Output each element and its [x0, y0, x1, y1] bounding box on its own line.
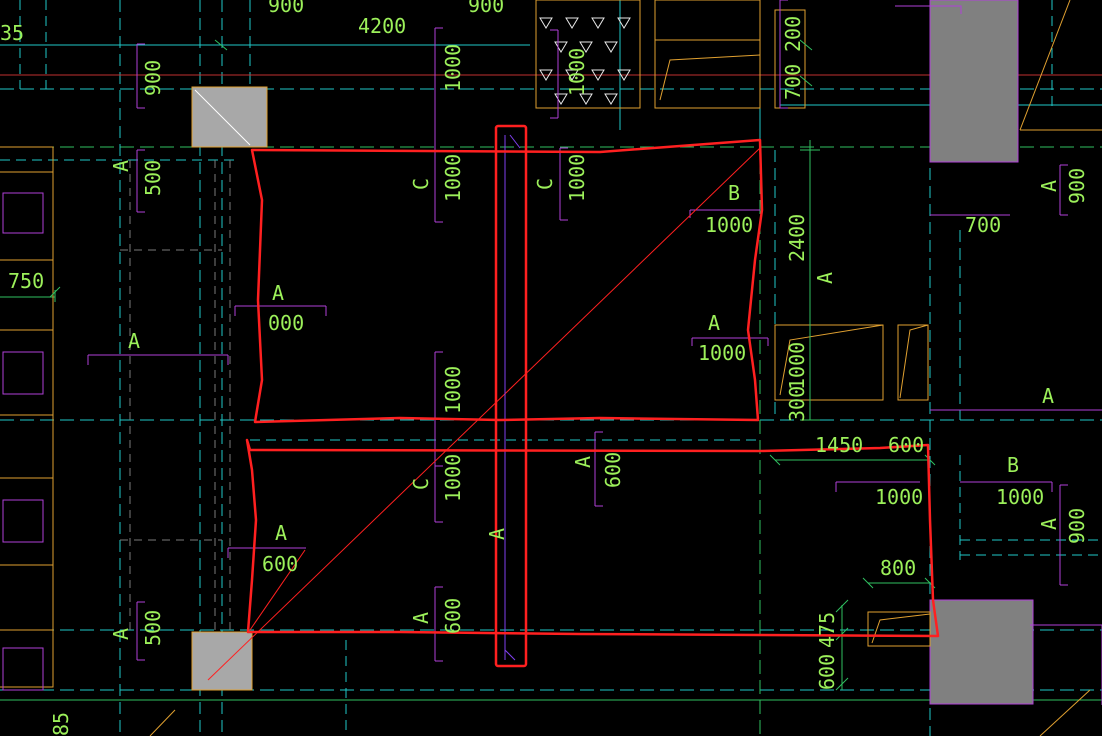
dim-label: 1000: [996, 485, 1044, 509]
markup-upper-rect: [250, 138, 764, 424]
dim-label: B: [728, 181, 740, 205]
dim-label-vertical: 1000: [565, 154, 589, 202]
dim-label-vertical: A: [1037, 518, 1061, 530]
dim-label-vertical: 1000: [441, 154, 465, 202]
dim-label-vertical: C: [409, 478, 433, 490]
dim-label: 900: [468, 0, 504, 17]
dim-label-vertical: 1000: [441, 454, 465, 502]
dim-label-vertical: A: [1037, 180, 1061, 192]
dim-label-vertical: 200: [781, 16, 805, 52]
dim-label-vertical: 2400: [785, 214, 809, 262]
dim-label-vertical: 1000: [565, 48, 589, 96]
red-markup: [245, 124, 940, 668]
dim-label: A: [708, 311, 720, 335]
markup-lower-rect: [245, 438, 940, 638]
dim-label-vertical: C: [409, 178, 433, 190]
dim-label: 1000: [705, 213, 753, 237]
dim-label-vertical: 1000: [441, 366, 465, 414]
dim-label: 750: [8, 269, 44, 293]
secondary-grid-lines: [120, 160, 231, 640]
dim-label: 600: [262, 552, 298, 576]
vertical-labels: 1000 1000 200 700 900 A 500 C 1000 C 100…: [49, 16, 1089, 736]
dim-label-vertical: 600: [815, 654, 839, 690]
dim-label-vertical: 1000: [785, 342, 809, 390]
dimension-labels: 35 900 4200 900 750 B 1000 700 A A 000 A…: [0, 0, 1054, 580]
dim-label: 4200: [358, 14, 406, 38]
dim-label: A: [1042, 384, 1054, 408]
dim-label: 1000: [875, 485, 923, 509]
dim-label-vertical: 500: [141, 610, 165, 646]
dim-label: 1000: [698, 341, 746, 365]
dim-label-vertical: 600: [601, 452, 625, 488]
dim-label-vertical: 700: [781, 64, 805, 100]
dim-label: 000: [268, 311, 304, 335]
hatched-area: [535, 0, 1102, 131]
left-column-stack: [0, 146, 54, 691]
dim-label: 600: [888, 433, 924, 457]
dimension-lines: [87, 0, 1102, 705]
dim-label-vertical: A: [571, 456, 595, 468]
corner-marks: [149, 689, 1091, 736]
dim-label-vertical: A: [109, 628, 133, 640]
diagonal-construction-lines: [207, 147, 761, 681]
dim-label-vertical: 85: [49, 712, 73, 736]
dim-label: A: [128, 329, 140, 353]
dim-label-vertical: 600: [441, 598, 465, 634]
dim-label-vertical: 900: [1065, 168, 1089, 204]
dim-label: A: [272, 281, 284, 305]
dim-label-vertical: 1000: [441, 44, 465, 92]
dim-label-vertical: 300: [785, 386, 809, 422]
dim-label: 35: [0, 21, 24, 45]
green-dimension-ticks: [49, 39, 936, 691]
dim-label-vertical: 900: [1065, 508, 1089, 544]
dim-label-vertical: C: [533, 178, 557, 190]
dim-label-vertical: A: [109, 160, 133, 172]
dim-label: A: [275, 521, 287, 545]
dim-label: 700: [965, 213, 1001, 237]
dim-label-vertical: 475: [815, 612, 839, 648]
beam-centerline: [504, 134, 521, 661]
dim-label-vertical: 500: [141, 160, 165, 196]
dim-label-vertical: A: [485, 528, 509, 540]
dim-label-vertical: A: [813, 272, 837, 284]
dim-label: 1450: [815, 433, 863, 457]
dim-label-vertical: 900: [141, 60, 165, 96]
dim-label: 900: [268, 0, 304, 17]
concrete-columns: [191, 0, 1034, 705]
dim-label: B: [1007, 453, 1019, 477]
stair-boxes: [774, 324, 1102, 647]
dim-label-vertical: A: [409, 612, 433, 624]
markup-beam-rect: [494, 124, 528, 668]
dim-label: 800: [880, 556, 916, 580]
